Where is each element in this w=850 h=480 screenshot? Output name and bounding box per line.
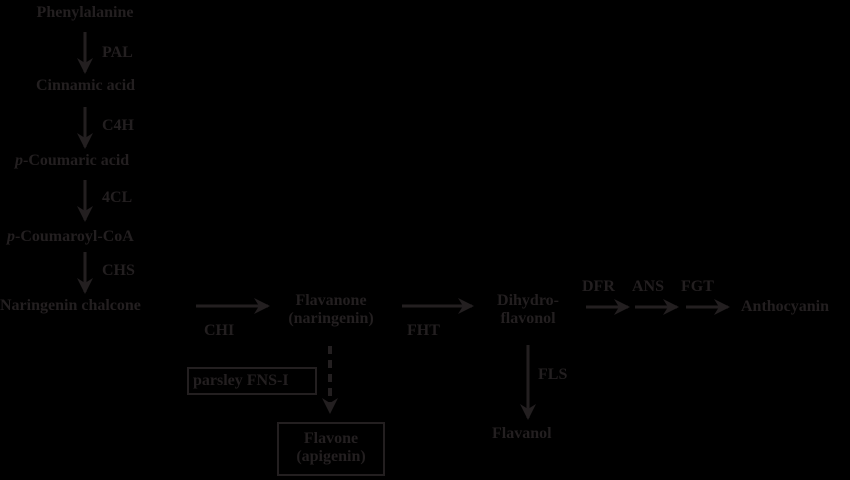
para-prefix: p — [7, 228, 15, 245]
node-dihydroflavonol: Dihydro- flavonol — [497, 292, 559, 327]
enzyme-dfr: DFR — [582, 278, 615, 295]
enzyme-chs: CHS — [102, 262, 135, 279]
node-flavanol: Flavanol — [492, 425, 552, 442]
enzyme-fls: FLS — [538, 366, 568, 383]
node-flavanone: Flavanone (naringenin) — [288, 292, 374, 327]
para-prefix: p — [15, 152, 23, 169]
enzyme-fgt: FGT — [681, 278, 714, 295]
enzyme-chi: CHI — [204, 322, 235, 339]
enzyme-4cl: 4CL — [102, 189, 133, 206]
node-flavone: Flavone (apigenin) — [296, 430, 366, 465]
node-naringenin-chalcone: Naringenin chalcone — [0, 297, 141, 314]
fns-enzyme-box — [187, 367, 317, 395]
enzyme-ans: ANS — [632, 278, 665, 295]
flavone-box — [277, 422, 385, 476]
enzyme-pal: PAL — [102, 44, 133, 61]
node-p-coumaroyl-coa: p-Coumaroyl-CoA — [7, 228, 134, 245]
node-phenylalanine: Phenylalanine — [36, 4, 134, 21]
node-cinnamic-acid: Cinnamic acid — [35, 77, 136, 94]
enzyme-fht: FHT — [407, 322, 440, 339]
node-anthocyanin: Anthocyanin — [741, 298, 830, 315]
node-p-coumaric-acid: p-Coumaric acid — [15, 152, 130, 169]
enzyme-fns: parsley FNS-I — [193, 372, 289, 389]
enzyme-c4h: C4H — [102, 117, 134, 134]
